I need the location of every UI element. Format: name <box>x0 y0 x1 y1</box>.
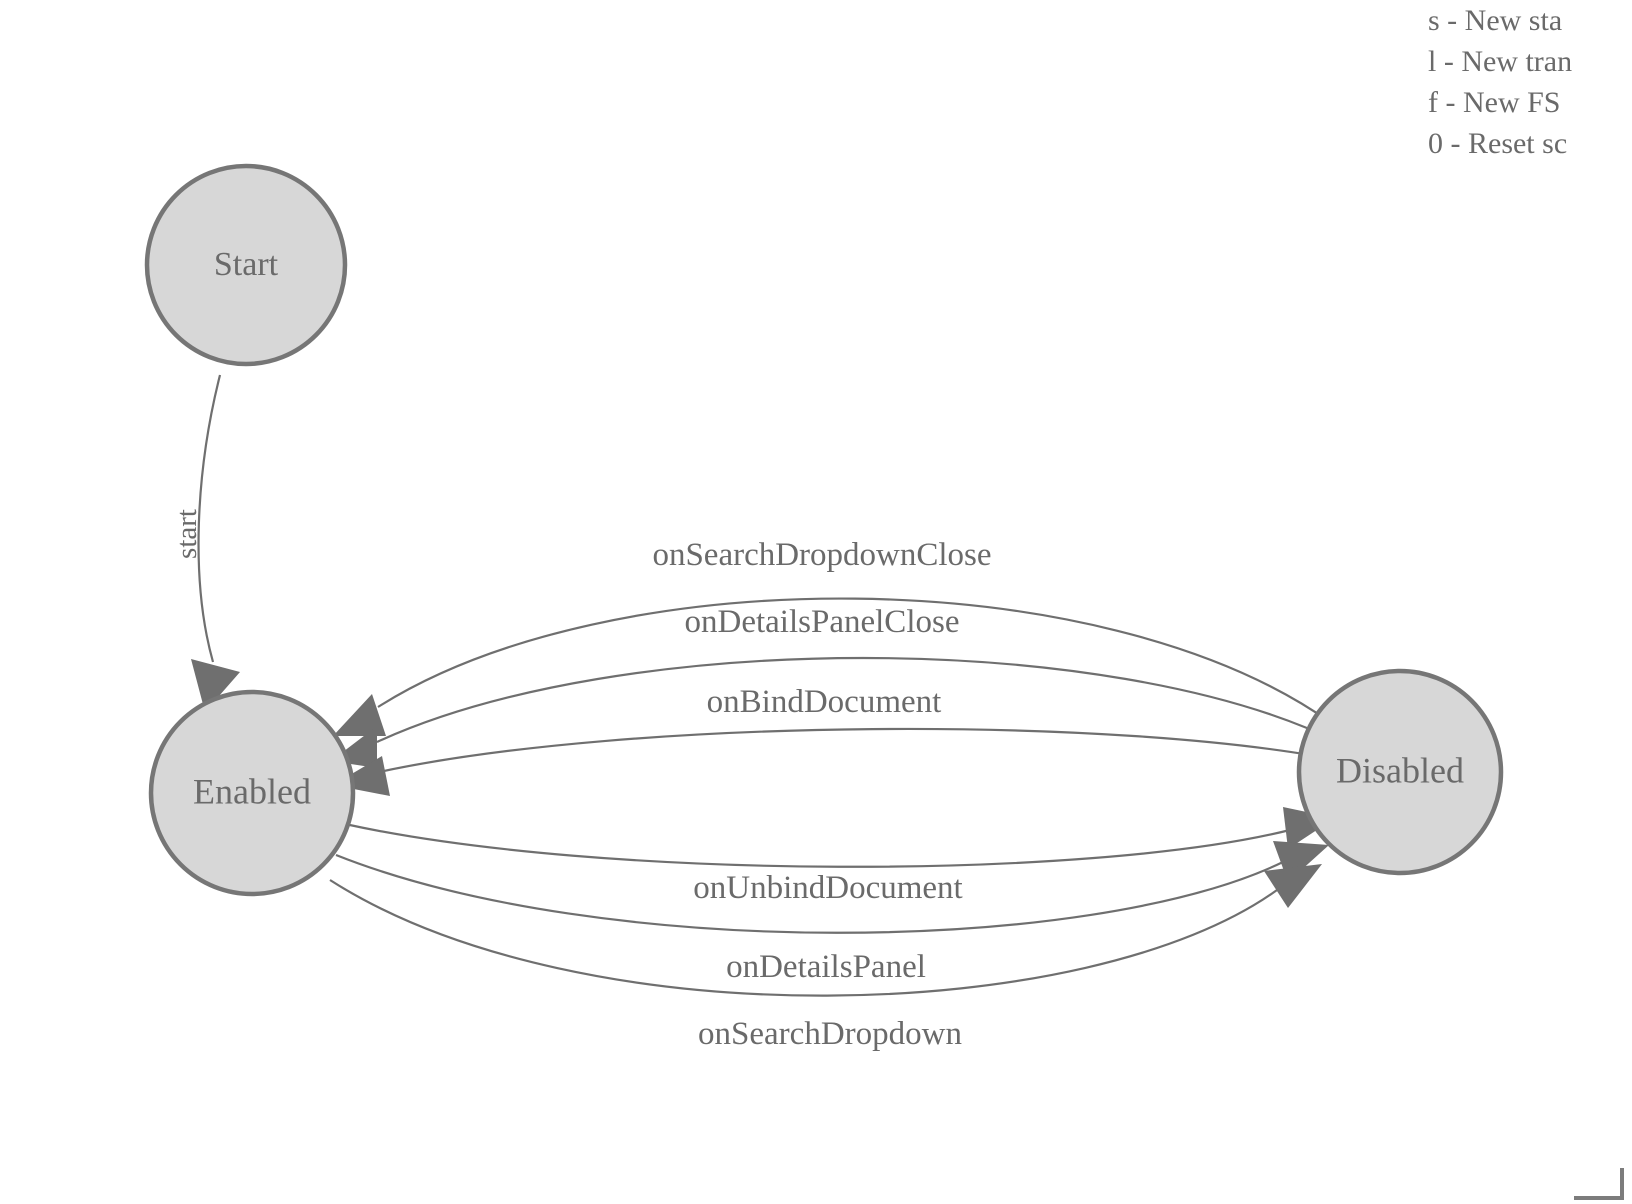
edge-start-to-enabled[interactable] <box>191 374 240 712</box>
state-circle-start <box>144 163 348 367</box>
state-label-start: Start <box>214 246 279 283</box>
arrowhead-onsearchdropdownclose <box>333 694 386 736</box>
edge-label-onsearchdropdown: onSearchDropdown <box>698 1016 962 1052</box>
state-node-disabled[interactable]: Disabled <box>1296 668 1504 876</box>
edge-path-onunbinddocument <box>344 822 1291 868</box>
edge-label-ondetailspanel: onDetailsPanel <box>726 949 926 985</box>
edge-label-onsearchdropdownclose: onSearchDropdownClose <box>652 537 991 573</box>
state-circle-enabled <box>148 689 356 897</box>
edge-disabled-to-enabled-onsearchdropdownclose[interactable] <box>333 597 1331 736</box>
state-circle-disabled <box>1296 668 1504 876</box>
edge-path-onsearchdropdown <box>329 879 1278 997</box>
edge-path-onsearchdropdownclose <box>377 597 1331 723</box>
shortcut-new-transition: l - New tran <box>1428 45 1573 78</box>
resize-handle-vertical-bar <box>1620 1168 1624 1198</box>
edge-path-start <box>197 374 222 663</box>
resize-handle-corner[interactable] <box>1570 1168 1632 1204</box>
edge-label-ondetailspanelclose: onDetailsPanelClose <box>685 604 960 640</box>
edge-disabled-to-enabled-onbinddocument[interactable] <box>333 727 1349 796</box>
shortcut-new-state: s - New sta <box>1428 4 1563 37</box>
arrowhead-start <box>191 659 240 712</box>
resize-handle-horizontal-bar <box>1574 1196 1624 1200</box>
state-node-start[interactable]: Start <box>144 163 348 367</box>
edge-path-onbinddocument <box>378 727 1349 774</box>
shortcut-reset-scale: 0 - Reset sc <box>1428 127 1568 160</box>
edge-label-onbinddocument: onBindDocument <box>707 684 942 720</box>
state-node-enabled[interactable]: Enabled <box>148 689 356 897</box>
edge-path-ondetailspanelclose <box>376 656 1339 743</box>
edge-path-ondetailspanel <box>335 853 1284 934</box>
shortcut-new-fsm: f - New FS <box>1428 86 1561 119</box>
keyboard-shortcuts-legend: s - New sta l - New tran f - New FS 0 - … <box>1428 0 1632 164</box>
edge-enabled-to-disabled-onunbinddocument[interactable] <box>344 807 1335 868</box>
edge-label-start: start <box>171 509 203 559</box>
arrowhead-onsearchdropdown <box>1264 864 1322 908</box>
edge-enabled-to-disabled-onsearchdropdown[interactable] <box>329 864 1322 997</box>
state-label-disabled: Disabled <box>1336 750 1464 790</box>
state-label-enabled: Enabled <box>193 771 311 811</box>
edge-label-onunbinddocument: onUnbindDocument <box>693 870 962 906</box>
